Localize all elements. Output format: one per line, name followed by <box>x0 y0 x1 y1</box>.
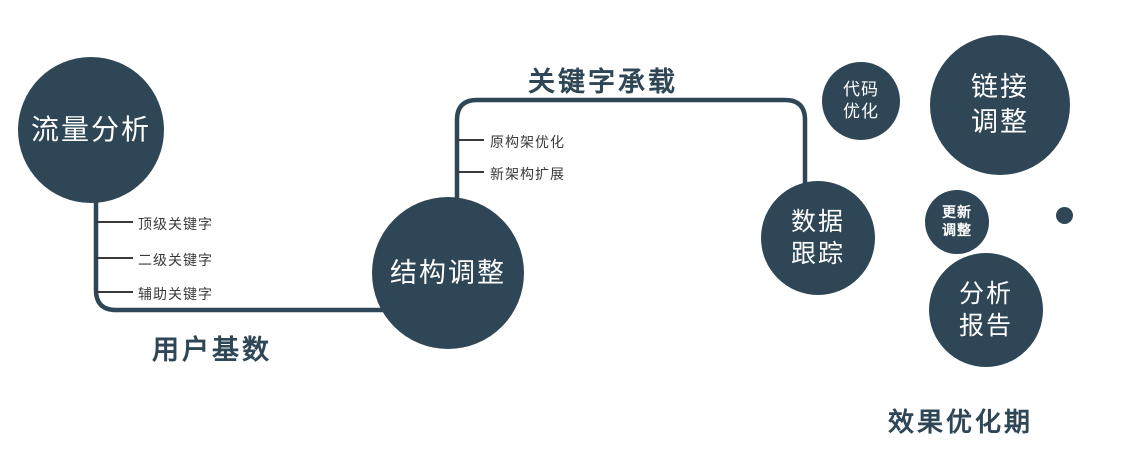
node-code-optimization-line2: 优化 <box>843 102 879 121</box>
node-analysis-report-line1: 分析 <box>958 280 1013 308</box>
node-code-optimization: 代码 优化 <box>822 62 900 140</box>
node-data-tracking: 数据 跟踪 <box>761 181 875 295</box>
edge-label-keyword-carry: 关键字承载 <box>528 67 678 97</box>
edge-label-user-base: 用户基数 <box>152 335 272 365</box>
caption-effect-optimization-period: 效果优化期 <box>888 407 1034 437</box>
node-link-adjustment-line1: 链接 <box>971 72 1029 103</box>
node-structure-adjustment: 结构调整 <box>372 197 524 349</box>
branch-label-new-arch-expansion: 新架构扩展 <box>490 166 565 182</box>
node-data-tracking-line1: 数据 <box>790 208 845 236</box>
node-code-optimization-line1: 代码 <box>843 80 879 100</box>
node-analysis-report: 分析 报告 <box>929 253 1043 367</box>
node-traffic-analysis: 流量分析 <box>18 57 164 203</box>
connector-keyword-carry <box>454 97 808 200</box>
branch-label-second-keyword: 二级关键字 <box>138 252 213 268</box>
node-data-tracking-line2: 跟踪 <box>790 240 845 268</box>
node-update-adjustment-line2: 调整 <box>942 222 972 238</box>
node-update-adjustment-line1: 更新 <box>942 204 972 221</box>
node-analysis-report-line2: 报告 <box>958 312 1013 340</box>
node-traffic-analysis-label: 流量分析 <box>30 114 151 146</box>
branch-label-top-keyword: 顶级关键字 <box>138 216 213 232</box>
node-structure-adjustment-label: 结构调整 <box>390 257 506 288</box>
bullet-dot <box>1056 207 1073 224</box>
connector-user-base <box>93 194 386 313</box>
node-link-adjustment-line2: 调整 <box>971 107 1029 137</box>
node-update-adjustment: 更新 调整 <box>925 190 989 254</box>
node-link-adjustment: 链接 调整 <box>930 35 1070 175</box>
branch-label-aux-keyword: 辅助关键字 <box>138 286 213 302</box>
branch-label-orig-arch-optimization: 原构架优化 <box>490 134 565 150</box>
